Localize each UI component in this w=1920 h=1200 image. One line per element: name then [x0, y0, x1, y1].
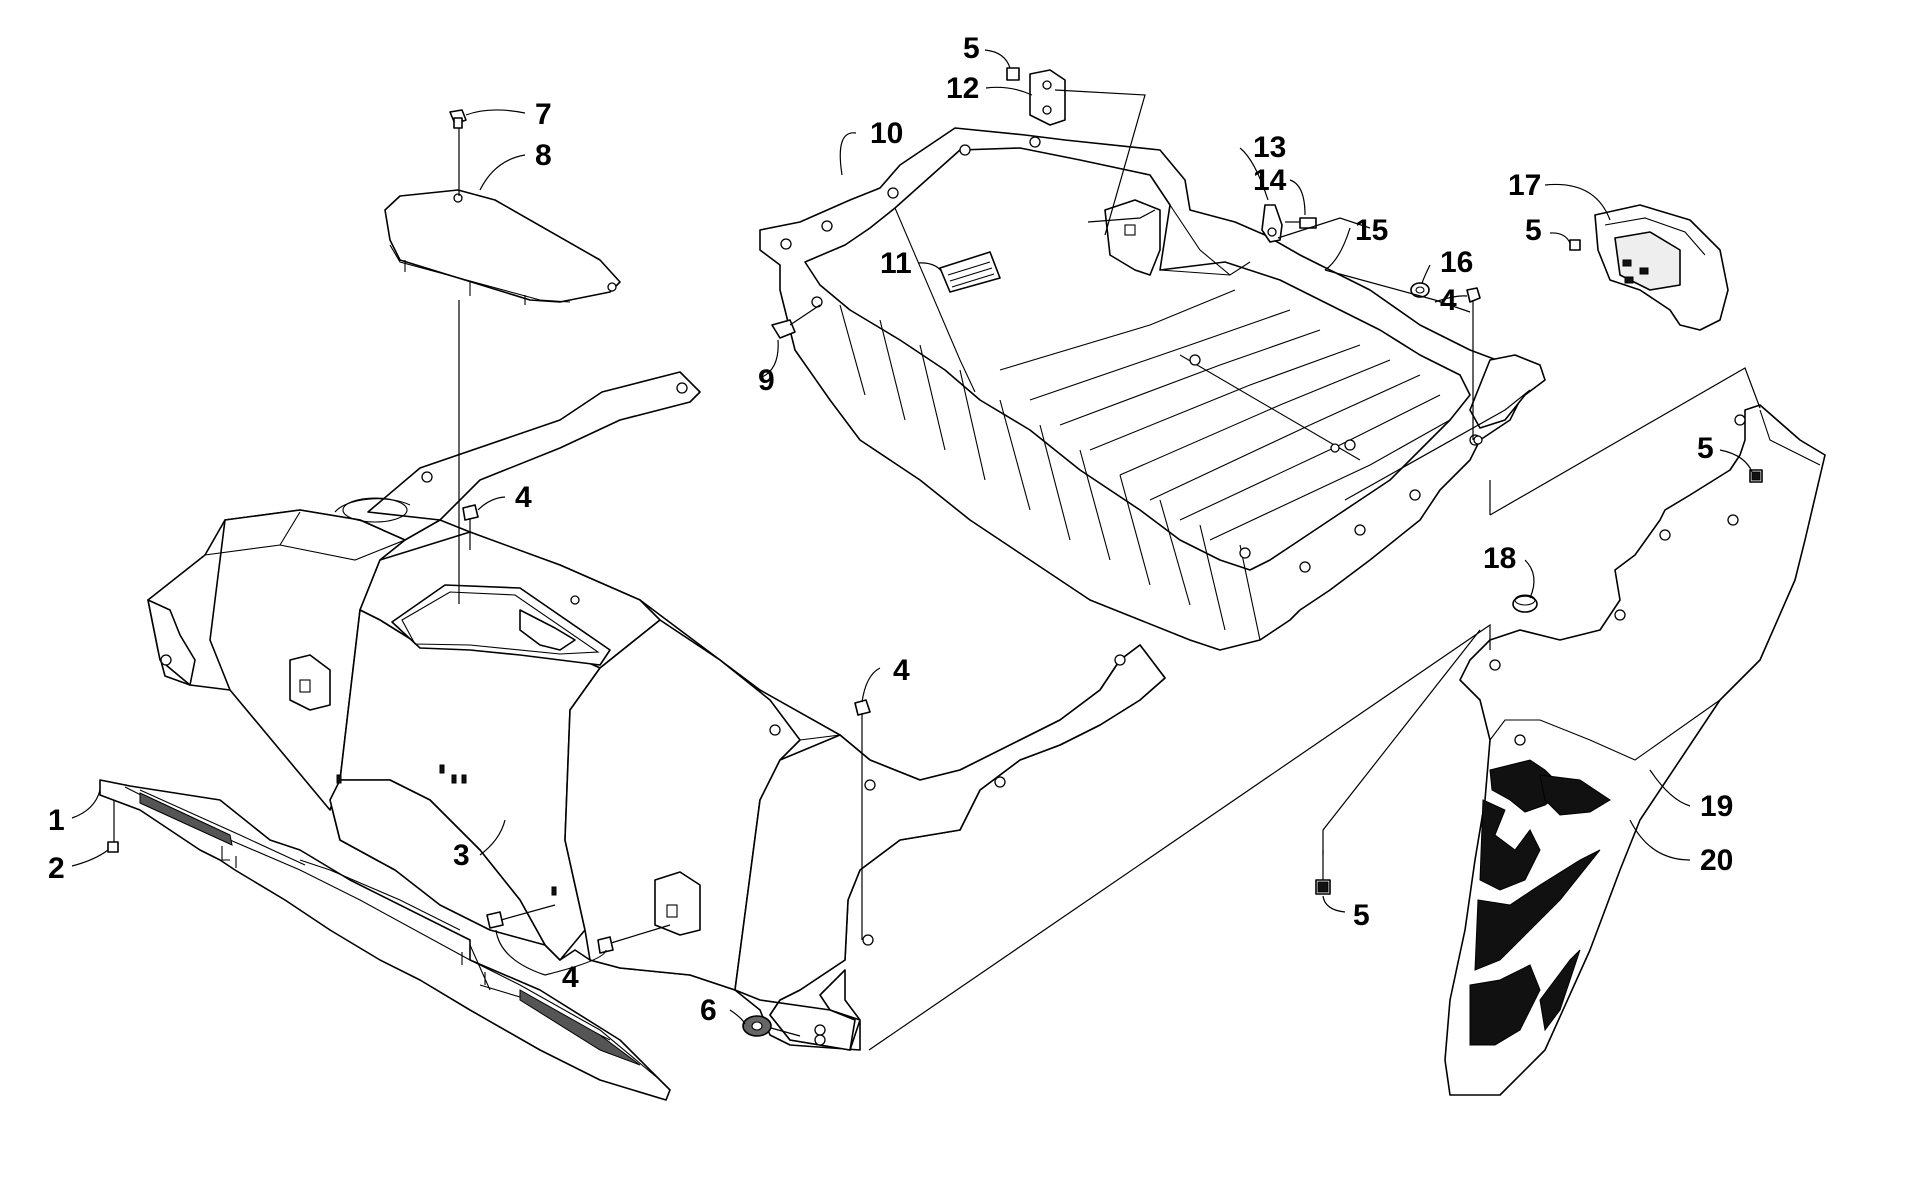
callout-5-top: 5 [963, 32, 980, 65]
rear-bumper [99, 779, 671, 1101]
callout-8: 8 [535, 139, 552, 172]
fender-plug [1512, 594, 1538, 613]
rear-body-panel [147, 371, 1166, 1051]
callout-1: 1 [48, 804, 65, 837]
callout-5-tail-light: 5 [1525, 214, 1542, 247]
callout-3: 3 [453, 839, 470, 872]
callout-5-fender-top: 5 [1697, 432, 1714, 465]
callout-5-fender-bottom: 5 [1353, 899, 1370, 932]
callout-7: 7 [535, 98, 552, 131]
bumper-clip [107, 800, 119, 853]
nut-fender-bottom [1315, 850, 1331, 895]
callout-16: 16 [1440, 246, 1473, 279]
callout-15: 15 [1355, 214, 1388, 247]
lid-screw [449, 109, 467, 604]
callout-4-box: 4 [1440, 284, 1457, 317]
panel-screw-lower-left [486, 904, 556, 929]
nut-top [1006, 67, 1020, 81]
box-screw [1466, 287, 1481, 440]
cargo-box [759, 127, 1546, 651]
callout-9: 9 [758, 364, 775, 397]
callout-14: 14 [1253, 164, 1287, 197]
tie-bracket [1029, 69, 1066, 126]
leader-lines [71, 49, 1761, 1051]
callout-19: 19 [1700, 790, 1733, 823]
callout-12: 12 [946, 72, 979, 105]
callout-4-panel-lower: 4 [562, 961, 579, 994]
callout-4-panel-top: 4 [515, 481, 532, 514]
grommet [742, 1015, 772, 1037]
tail-light [1594, 204, 1729, 331]
warning-label [939, 251, 1001, 293]
panel-screw-top [462, 504, 479, 550]
callout-6: 6 [700, 994, 717, 1027]
callout-17: 17 [1508, 169, 1541, 202]
nut-fender-top [1749, 469, 1763, 483]
callout-labels: 1 2 3 4 4 4 4 5 5 5 5 6 7 8 9 10 11 12 1… [48, 32, 1733, 1027]
callout-11: 11 [880, 247, 912, 280]
callout-18: 18 [1483, 542, 1516, 575]
callout-13: 13 [1253, 131, 1286, 164]
panel-screw-lower-mid [597, 924, 671, 954]
callout-10: 10 [870, 117, 903, 150]
panel-screw-right [854, 699, 871, 940]
washer [1410, 282, 1430, 298]
storage-lid [384, 189, 621, 305]
side-fender [1444, 404, 1826, 1096]
nut-tail-light [1569, 239, 1581, 251]
box-clip [771, 304, 821, 339]
callout-4-panel-right: 4 [893, 654, 910, 687]
callout-20: 20 [1700, 844, 1733, 877]
tie-eye [1261, 204, 1317, 243]
callout-2: 2 [48, 852, 65, 885]
